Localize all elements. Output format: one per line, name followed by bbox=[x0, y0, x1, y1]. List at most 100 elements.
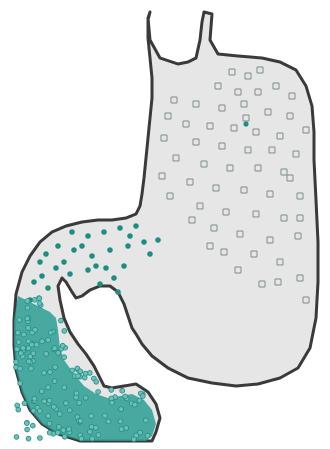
teal-particle bbox=[15, 347, 20, 352]
teal-particle bbox=[31, 279, 37, 285]
teal-particle bbox=[52, 346, 57, 351]
teal-particle bbox=[145, 433, 150, 438]
teal-particle bbox=[109, 388, 114, 393]
teal-particle bbox=[78, 369, 83, 374]
teal-particle bbox=[22, 401, 27, 406]
teal-particle bbox=[69, 229, 75, 235]
teal-particle bbox=[32, 396, 37, 401]
teal-particle bbox=[46, 385, 51, 390]
teal-particle bbox=[62, 355, 67, 360]
teal-particle bbox=[106, 419, 111, 424]
teal-particle bbox=[131, 437, 136, 442]
teal-particle bbox=[47, 398, 52, 403]
teal-particle bbox=[25, 299, 30, 304]
teal-particle bbox=[25, 316, 30, 321]
teal-particle bbox=[32, 297, 37, 302]
teal-particle bbox=[109, 396, 114, 401]
teal-particle bbox=[37, 301, 42, 306]
teal-particle bbox=[89, 253, 95, 259]
teal-particle bbox=[64, 401, 69, 406]
teal-particle bbox=[61, 428, 66, 433]
teal-particle bbox=[62, 385, 67, 390]
teal-particle bbox=[127, 233, 133, 239]
teal-particle bbox=[125, 243, 131, 249]
teal-particle bbox=[155, 237, 161, 243]
teal-particle bbox=[137, 398, 142, 403]
teal-particle bbox=[243, 121, 248, 126]
teal-particle bbox=[62, 434, 67, 439]
teal-particle bbox=[16, 340, 21, 345]
teal-particle bbox=[121, 263, 127, 269]
teal-particle bbox=[40, 339, 45, 344]
teal-particle bbox=[61, 259, 67, 265]
teal-particle bbox=[77, 401, 82, 406]
teal-particle bbox=[55, 430, 60, 435]
teal-particle bbox=[53, 265, 59, 271]
teal-particle bbox=[26, 326, 31, 331]
teal-particle bbox=[42, 371, 47, 376]
teal-particle bbox=[16, 407, 21, 412]
teal-particle bbox=[96, 390, 101, 395]
teal-particle bbox=[60, 343, 65, 348]
teal-particle bbox=[70, 368, 75, 373]
teal-particle bbox=[22, 332, 27, 337]
teal-particle bbox=[93, 425, 98, 430]
teal-particle bbox=[46, 414, 51, 419]
teal-particle bbox=[138, 430, 143, 435]
teal-particle bbox=[18, 366, 23, 371]
teal-particle bbox=[19, 351, 24, 356]
teal-particle bbox=[39, 389, 44, 394]
teal-particle bbox=[119, 427, 124, 432]
teal-particle bbox=[44, 352, 49, 357]
teal-particle bbox=[74, 395, 79, 400]
teal-particle bbox=[93, 263, 99, 269]
teal-particle bbox=[76, 374, 81, 379]
teal-particle bbox=[37, 409, 42, 414]
teal-particle bbox=[47, 421, 52, 426]
teal-particle bbox=[71, 247, 77, 253]
teal-particle bbox=[85, 267, 91, 273]
teal-particle bbox=[85, 233, 91, 239]
teal-particle bbox=[96, 433, 101, 438]
teal-particle bbox=[89, 414, 94, 419]
teal-particle bbox=[79, 243, 85, 249]
teal-particle bbox=[117, 225, 123, 231]
teal-particle bbox=[56, 425, 61, 430]
teal-particle bbox=[79, 436, 84, 441]
teal-particle bbox=[59, 318, 64, 323]
teal-particle bbox=[101, 229, 107, 235]
teal-particle bbox=[43, 251, 49, 257]
teal-particle bbox=[94, 379, 99, 384]
teal-particle bbox=[97, 281, 103, 287]
teal-particle bbox=[33, 327, 38, 332]
teal-particle bbox=[141, 239, 147, 245]
teal-particle bbox=[90, 436, 95, 441]
teal-particle bbox=[103, 265, 109, 271]
teal-particle bbox=[17, 318, 22, 323]
teal-particle bbox=[29, 342, 34, 347]
teal-particle bbox=[111, 275, 117, 281]
teal-particle bbox=[42, 399, 47, 404]
teal-particle bbox=[29, 366, 34, 371]
teal-particle bbox=[124, 426, 129, 431]
teal-particle bbox=[67, 271, 73, 277]
teal-particle bbox=[46, 338, 51, 343]
teal-particle bbox=[37, 296, 42, 301]
teal-particle bbox=[123, 394, 128, 399]
teal-particle bbox=[37, 259, 43, 265]
teal-particle bbox=[30, 423, 35, 428]
teal-particle bbox=[26, 359, 31, 364]
teal-particle bbox=[143, 418, 148, 423]
teal-particle bbox=[47, 430, 52, 435]
teal-particle bbox=[53, 365, 58, 370]
teal-particle bbox=[14, 435, 19, 440]
teal-particle bbox=[39, 273, 45, 279]
teal-particle bbox=[25, 305, 30, 310]
teal-particle bbox=[83, 371, 88, 376]
teal-particle bbox=[24, 421, 29, 426]
teal-particle bbox=[132, 402, 137, 407]
teal-particle bbox=[103, 413, 108, 418]
teal-particle bbox=[52, 379, 57, 384]
